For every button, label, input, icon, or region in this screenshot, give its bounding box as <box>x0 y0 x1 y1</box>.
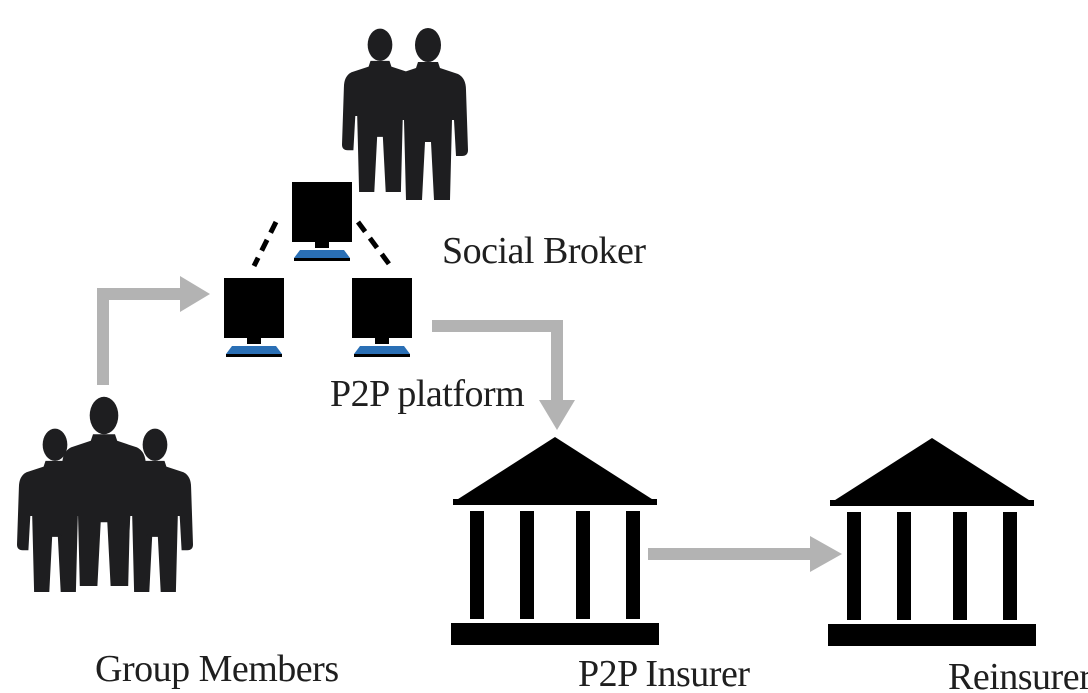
monitor-top-icon <box>292 182 352 261</box>
bank-reinsurer-icon <box>828 438 1036 646</box>
p2p-platform-label: P2P platform <box>330 373 525 415</box>
group-members-label: Group Members <box>95 648 339 690</box>
computer-network-icon <box>224 182 412 357</box>
social-broker-label: Social Broker <box>442 230 646 272</box>
bank-insurer-icon <box>451 437 659 645</box>
reinsurer-label: Reinsurer <box>948 656 1088 693</box>
p2p-insurer-label: P2P Insurer <box>578 653 750 693</box>
arrow-platform-to-insurer <box>432 320 575 430</box>
arrow-insurer-to-reinsurer <box>648 536 842 572</box>
monitor-left-icon <box>224 278 284 357</box>
monitor-right-icon <box>352 278 412 357</box>
businessmen-pair-icon <box>342 28 468 200</box>
arrow-members-to-platform <box>97 276 210 385</box>
businessmen-group-icon <box>16 396 193 592</box>
